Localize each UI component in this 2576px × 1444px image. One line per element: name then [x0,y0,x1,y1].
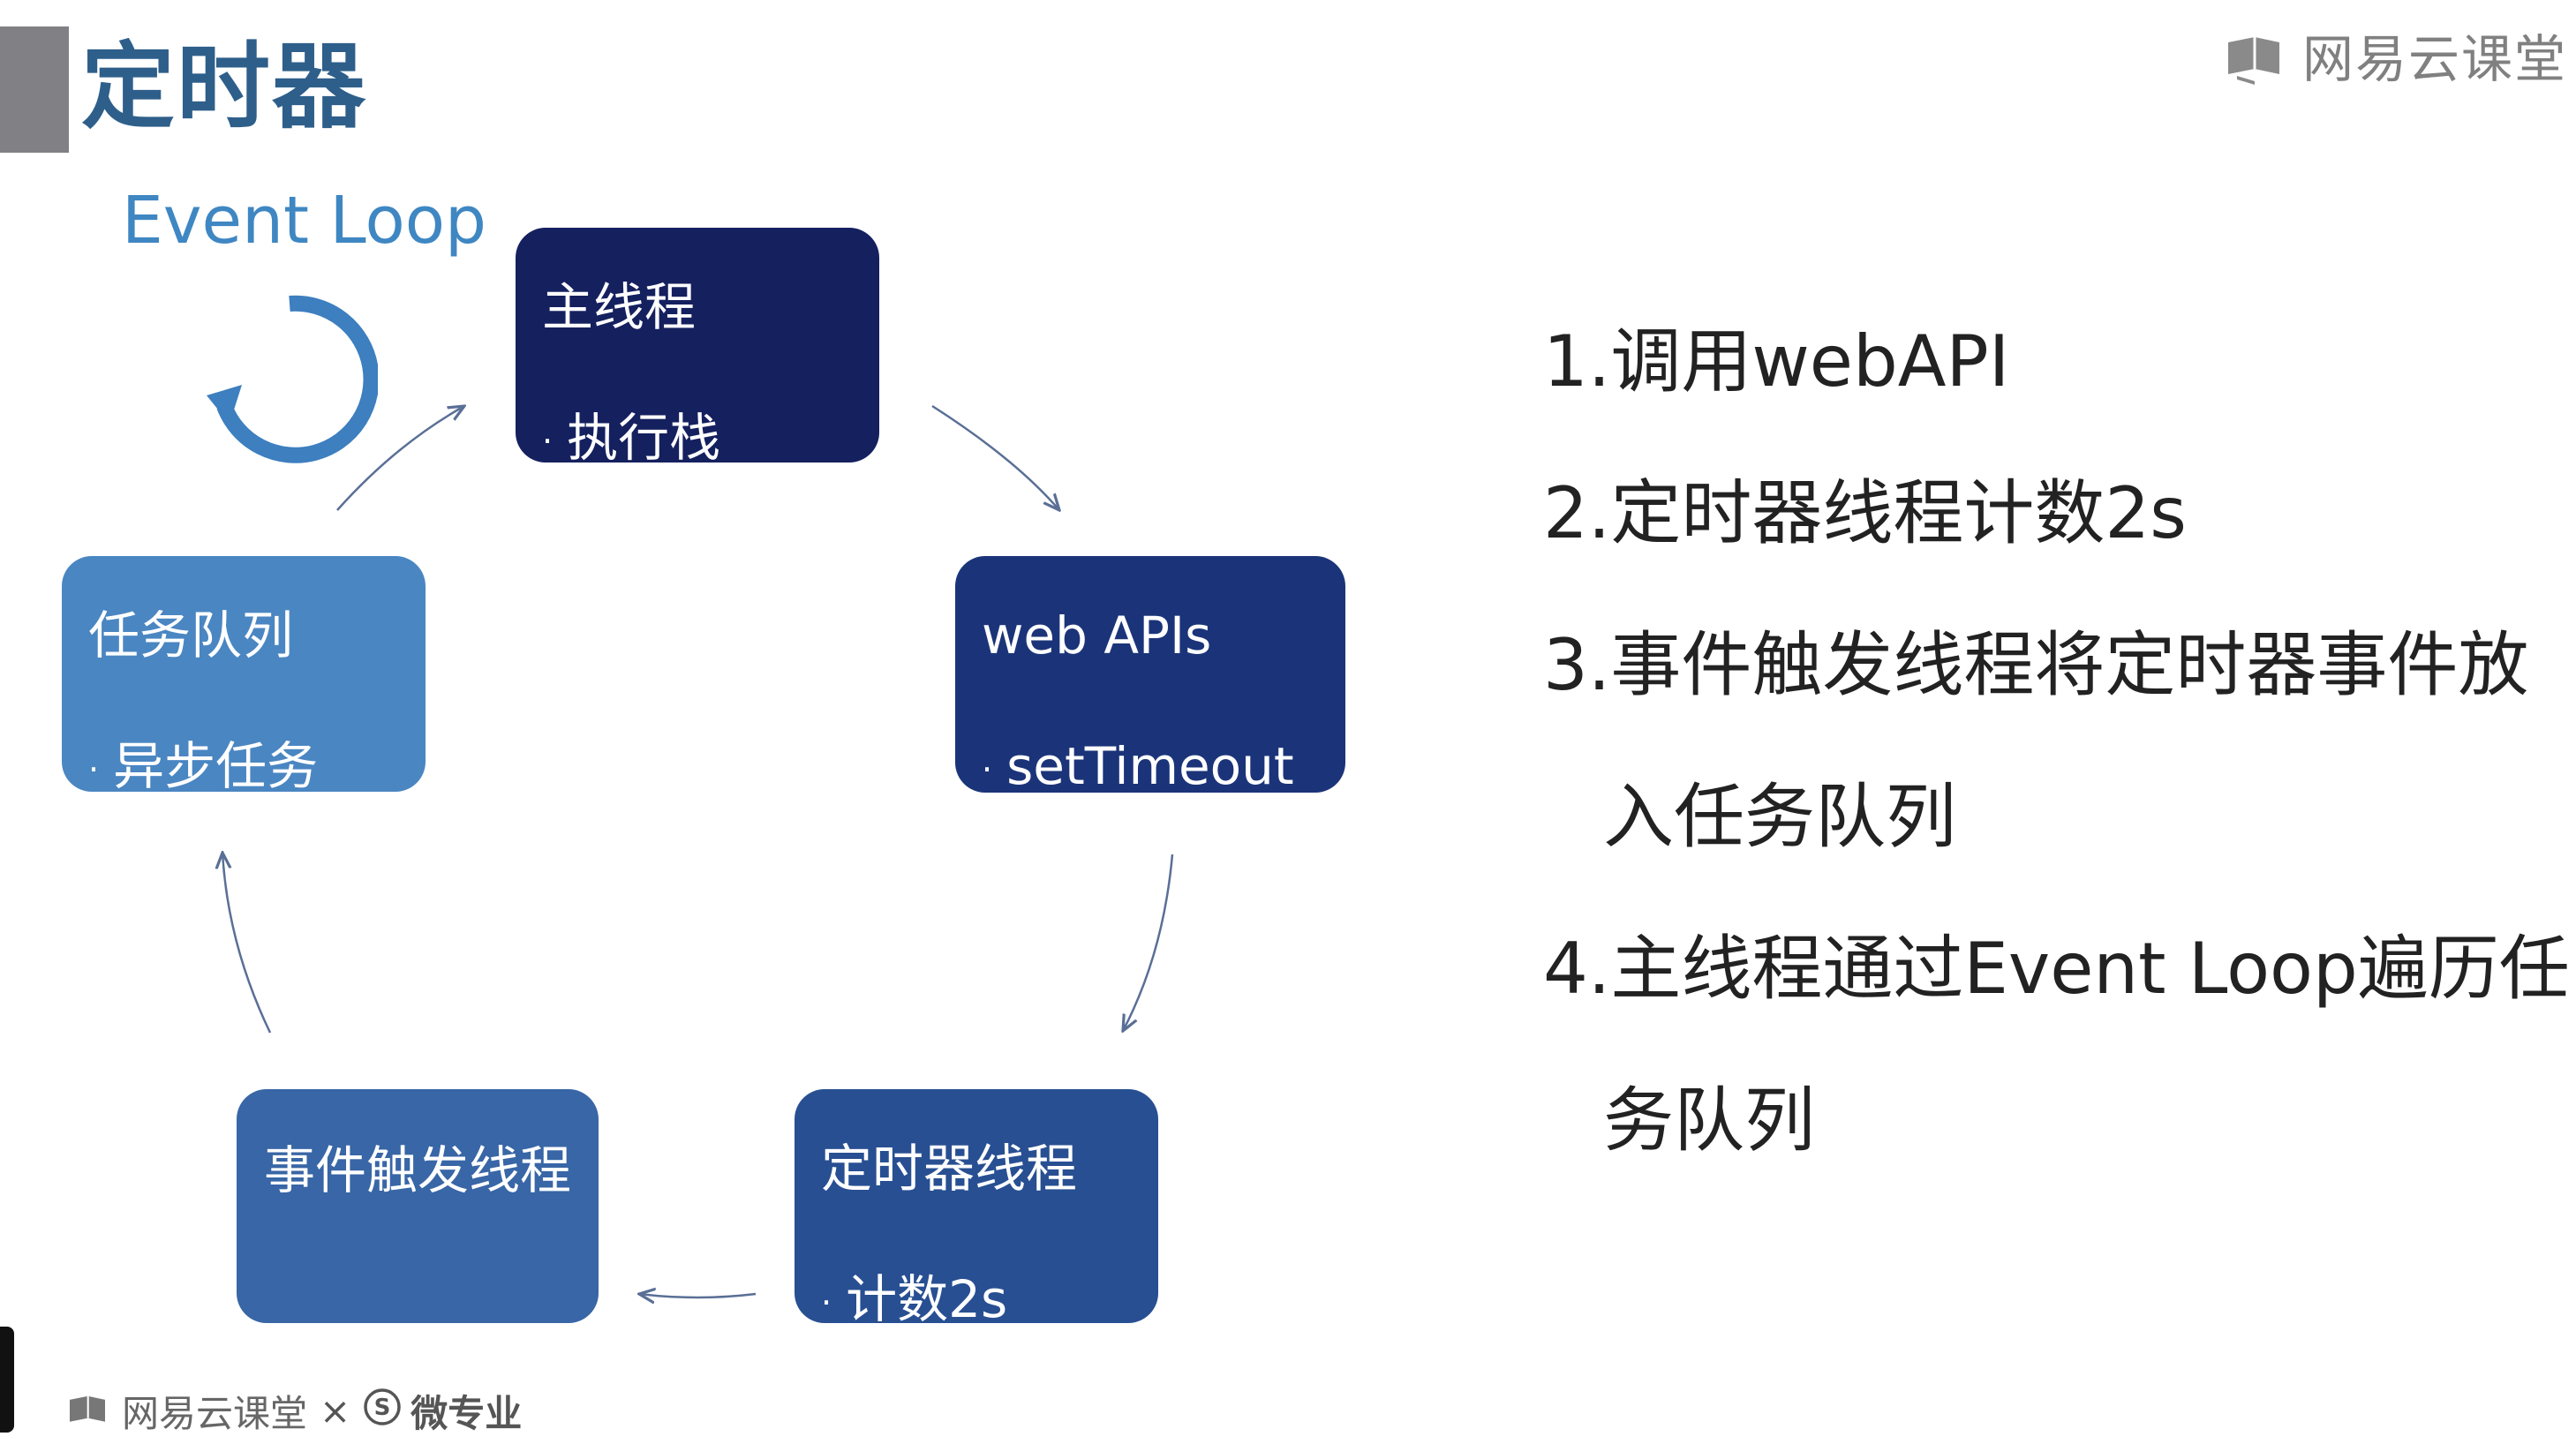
refresh-icon [201,291,380,471]
step-4-text: 4.主线程通过Event Loop遍历任 [1543,928,2570,1010]
step-1: 1.调用webAPI [1543,318,2009,406]
page-title: 定时器 [81,33,367,141]
event-loop-label: Event Loop [122,183,486,259]
step-3-text: 3.事件触发线程将定时器事件放 [1543,624,2529,706]
arrow-event-to-queue [222,853,272,1034]
main-thread-title: 主线程 [542,277,697,337]
arrow-web-to-timer [1123,854,1174,1031]
step-4: 4.主线程通过Event Loop遍历任 务队列 [1543,925,2570,1162]
event-thread-title: 事件触发线程 [263,1140,571,1200]
arrow-timer-to-event [639,1294,757,1297]
task-queue-title: 任务队列 [88,605,294,666]
task-queue-sub: ·异步任务 [88,736,319,796]
timer-thread-sub-text: 计数2s [846,1269,1008,1329]
side-handle[interactable] [0,1327,14,1433]
arrow-queue-to-main [336,406,464,511]
step-1-text: 1.调用webAPI [1543,320,2010,402]
web-apis-sub: ·setTimeout [982,736,1294,796]
arrow-main-to-web [931,404,1059,510]
title-accent-bar [0,26,69,153]
main-thread-node: 主线程 ·执行栈 [516,228,879,468]
event-thread-node: 事件触发线程 [237,1089,599,1323]
step-3-text-cont: 入任务队列 [1603,776,1956,858]
svg-text:S: S [374,1395,391,1421]
brand-name: 网易云课堂 [2301,29,2567,89]
web-apis-sub-text: setTimeout [1006,736,1294,796]
task-queue-sub-text: 异步任务 [113,736,319,796]
task-queue-node: 任务队列 ·异步任务 [62,556,426,796]
book-icon [2225,34,2283,85]
step-2-text: 2.定时器线程计数2s [1543,472,2187,554]
web-apis-node: web APIs ·setTimeout [955,556,1345,796]
timer-thread-sub: ·计数2s [821,1269,1008,1329]
brand-logo: 网易云课堂 [2225,25,2567,94]
timer-thread-title: 定时器线程 [821,1139,1078,1199]
step-3: 3.事件触发线程将定时器事件放 入任务队列 [1543,621,2529,858]
s-circle-icon: S [363,1388,402,1435]
timer-thread-node: 定时器线程 ·计数2s [795,1089,1158,1329]
footer-separator: × [320,1389,351,1433]
web-apis-title: web APIs [982,605,1212,666]
book-icon [67,1394,108,1429]
main-thread-sub-text: 执行栈 [567,408,721,468]
step-4-text-cont: 务队列 [1603,1079,1815,1162]
footer-brand-name: 网易云课堂 [122,1392,308,1435]
main-thread-sub: ·执行栈 [542,408,721,468]
footer-partner: 微专业 [411,1392,523,1435]
step-2: 2.定时器线程计数2s [1543,470,2187,558]
footer-brand: 网易云课堂 × S 微专业 [67,1384,522,1438]
